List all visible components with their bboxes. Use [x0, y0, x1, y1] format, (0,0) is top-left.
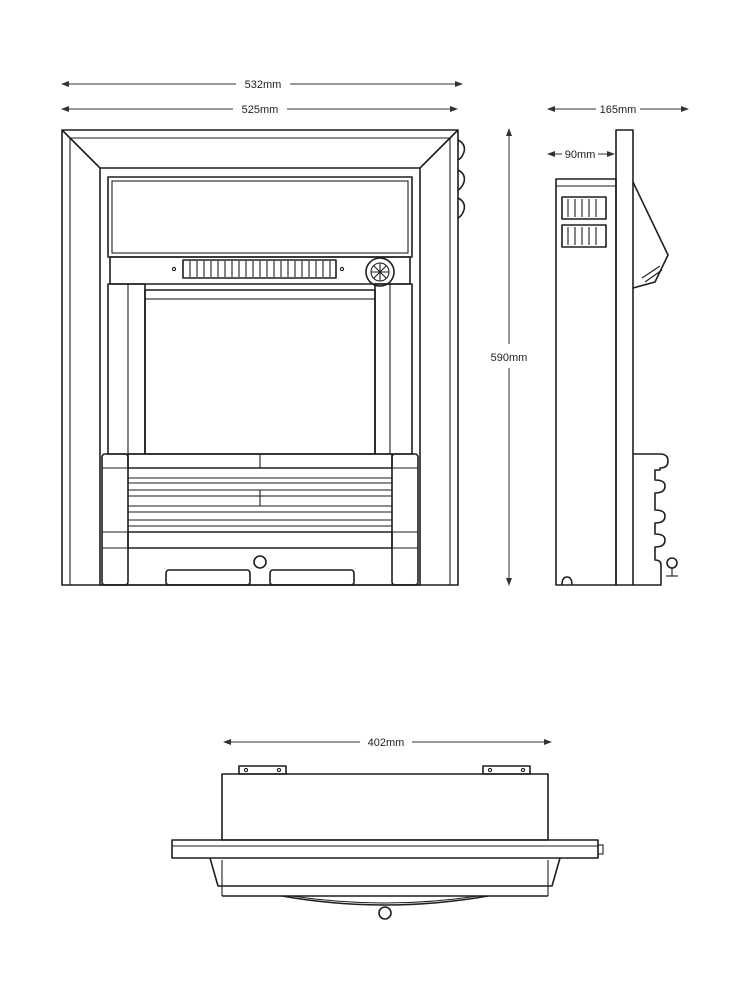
side-view	[555, 129, 678, 586]
label-overall-depth: 165mm	[600, 104, 637, 116]
top-view	[171, 765, 604, 920]
label-frame-width: 525mm	[242, 104, 279, 116]
dimension-height: 590mm	[491, 128, 528, 586]
heater-grille	[189, 261, 331, 277]
front-view	[61, 129, 466, 586]
label-top-width: 402mm	[368, 737, 405, 749]
label-body-depth: 90mm	[565, 149, 596, 161]
dimension-overall-width: 532mm	[61, 79, 463, 91]
fret	[101, 453, 419, 586]
dimension-body-depth: 90mm	[547, 149, 615, 161]
control-knob	[365, 257, 395, 287]
dimension-frame-width: 525mm	[61, 104, 458, 116]
dimension-top-width: 402mm	[223, 737, 552, 749]
label-overall-width: 532mm	[245, 79, 282, 91]
label-height: 590mm	[491, 352, 528, 364]
dimension-overall-depth: 165mm	[547, 104, 689, 116]
